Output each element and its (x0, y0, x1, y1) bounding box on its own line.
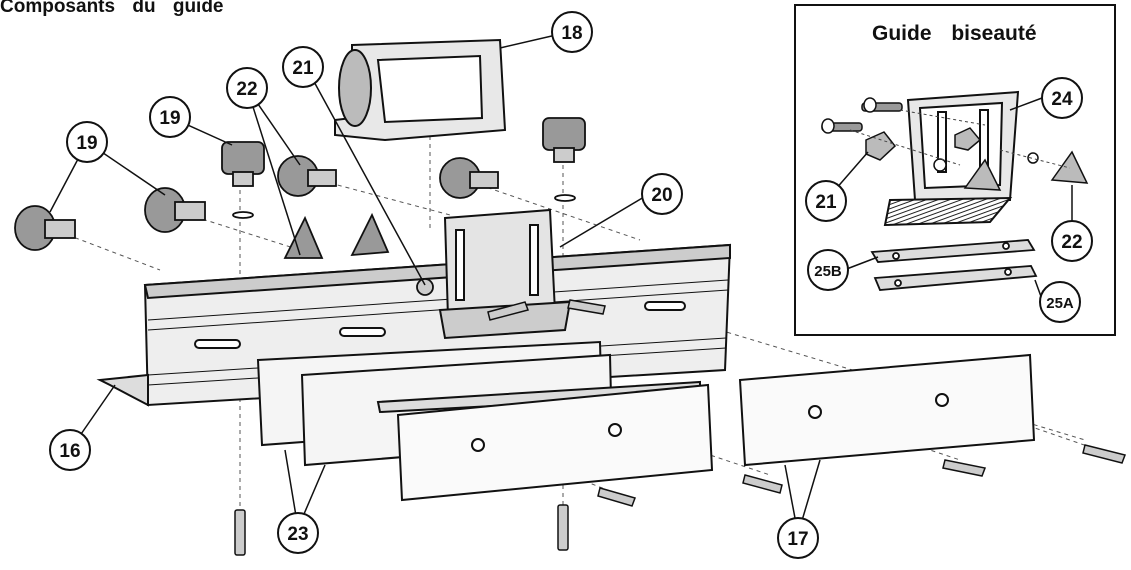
svg-text:21: 21 (292, 58, 314, 79)
diagram-title: Composants du guide (0, 0, 224, 17)
callout-22: 22 (226, 67, 268, 109)
callout-21-inset: 21 (805, 180, 847, 222)
svg-text:21: 21 (815, 192, 837, 213)
svg-text:24: 24 (1051, 89, 1073, 110)
inset-screws (821, 97, 903, 134)
svg-text:19: 19 (76, 133, 97, 154)
inset-knob-21 (865, 127, 982, 161)
inset-triangles (933, 150, 1089, 191)
callout-24: 24 (1041, 77, 1083, 119)
svg-text:22: 22 (236, 79, 257, 100)
guide-bracket (438, 208, 572, 340)
callout-21: 21 (282, 46, 324, 88)
svg-text:16: 16 (59, 441, 80, 462)
callout-23: 23 (277, 512, 319, 554)
fence-face-boards (376, 353, 1036, 502)
callout-16: 16 (49, 429, 91, 471)
knobs (14, 117, 586, 251)
svg-text:23: 23 (287, 524, 308, 545)
inset-frame (794, 4, 1116, 336)
callout-19-left: 19 (66, 121, 108, 163)
svg-text:18: 18 (561, 23, 582, 44)
callout-22-inset: 22 (1051, 220, 1093, 262)
screws (234, 299, 1126, 556)
callout-20: 20 (641, 173, 683, 215)
shim-plates (870, 239, 1038, 291)
svg-text:20: 20 (651, 185, 672, 206)
callout-25b: 25B (807, 249, 849, 291)
dust-port (334, 38, 507, 142)
callout-25a: 25A (1039, 281, 1081, 323)
svg-text:25B: 25B (814, 263, 842, 280)
callout-18: 18 (551, 11, 593, 53)
callout-19-right: 19 (149, 96, 191, 138)
svg-text:25A: 25A (1046, 295, 1074, 312)
svg-text:19: 19 (159, 108, 180, 129)
callout-17: 17 (777, 517, 819, 559)
bevel-guide-body (883, 90, 1020, 227)
inset-dashed-lines (849, 109, 1071, 169)
inset-title: Guide biseauté (872, 22, 1037, 45)
svg-text:22: 22 (1061, 232, 1082, 253)
svg-text:17: 17 (787, 529, 808, 550)
